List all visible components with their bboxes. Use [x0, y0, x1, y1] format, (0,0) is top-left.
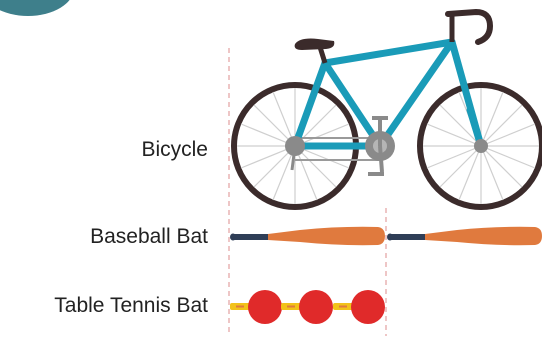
table-tennis-bat-icon — [281, 290, 333, 324]
row-label-baseball-bat: Baseball Bat — [90, 225, 208, 248]
baseball-bat-icon — [230, 226, 385, 246]
table-tennis-bat-icon — [230, 290, 282, 324]
bicycle-icon — [231, 8, 542, 210]
baseball-bat-icon — [387, 226, 542, 246]
row-label-table-tennis-bat: Table Tennis Bat — [54, 294, 208, 317]
table-tennis-bat-icon — [333, 290, 385, 324]
row-label-bicycle: Bicycle — [141, 138, 208, 161]
